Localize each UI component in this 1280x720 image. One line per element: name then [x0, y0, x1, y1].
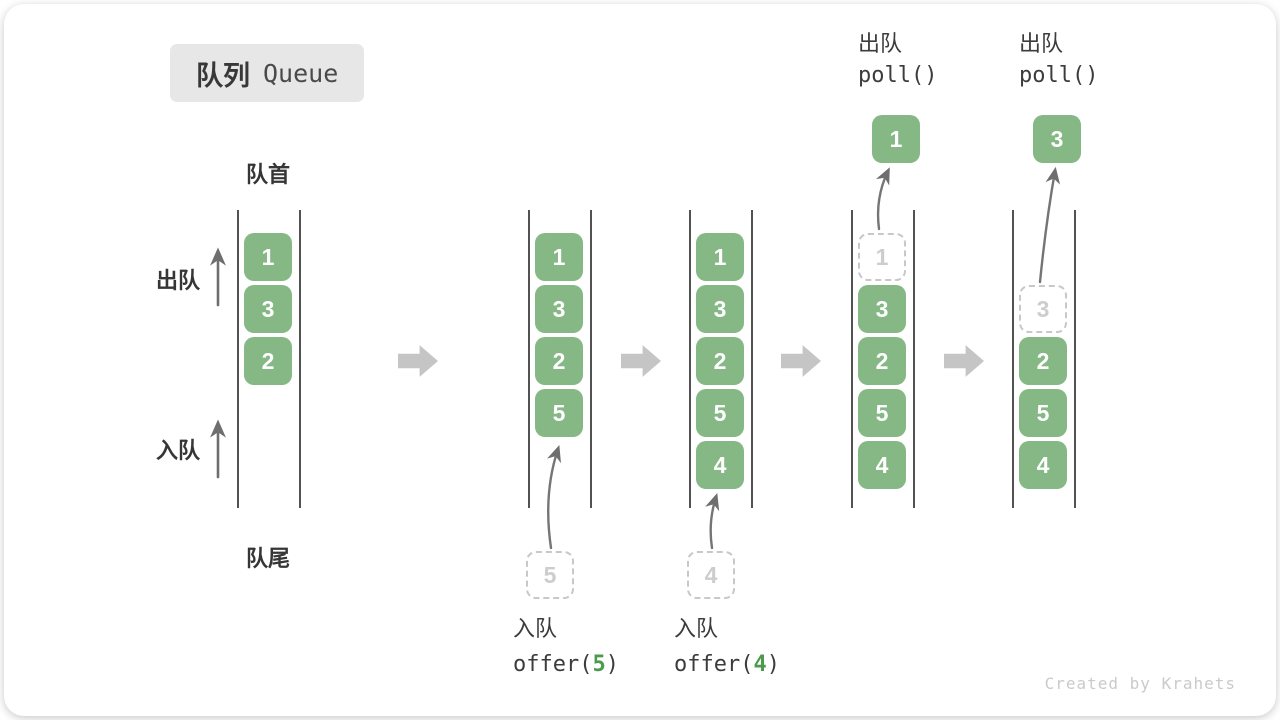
- queue-item: 4: [858, 441, 906, 489]
- polled-item: 1: [872, 115, 920, 163]
- queue-rear-label: 队尾: [245, 546, 290, 571]
- queue-item: 2: [696, 337, 744, 385]
- operation-code: offer(4): [674, 652, 780, 677]
- title-chinese: 队列: [196, 60, 250, 91]
- queue-wall-left: [528, 210, 530, 508]
- operation-label: 入队 offer(5): [513, 616, 619, 679]
- queue-item: 2: [535, 337, 583, 385]
- incoming-item: 4: [687, 551, 735, 599]
- operation-label: 入队 offer(4): [674, 616, 780, 679]
- queue-item-removed: 1: [858, 233, 906, 281]
- queue-item: 1: [244, 233, 292, 281]
- queue-item: 2: [1019, 337, 1067, 385]
- incoming-item: 5: [526, 551, 574, 599]
- queue-item: 5: [535, 389, 583, 437]
- queue-wall-right: [590, 210, 592, 508]
- watermark: Created by Krahets: [1044, 674, 1236, 693]
- queue-item: 5: [1019, 389, 1067, 437]
- operation-name: 出队: [858, 31, 903, 56]
- queue-item: 4: [696, 441, 744, 489]
- queue-front-label: 队首: [245, 162, 290, 187]
- queue-wall-right: [913, 210, 915, 508]
- queue-item: 2: [244, 337, 292, 385]
- enqueue-side-label: 入队: [155, 438, 200, 463]
- queue-item: 3: [244, 285, 292, 333]
- queue-item: 4: [1019, 441, 1067, 489]
- queue-item: 2: [858, 337, 906, 385]
- queue-wall-left: [1012, 210, 1014, 508]
- queue-wall-left: [689, 210, 691, 508]
- queue-item: 3: [858, 285, 906, 333]
- dequeue-side-label: 出队: [155, 268, 200, 293]
- operation-name: 出队: [1019, 31, 1064, 56]
- queue-item: 1: [535, 233, 583, 281]
- queue-item: 5: [858, 389, 906, 437]
- operation-name: 入队: [513, 616, 558, 641]
- queue-item: 5: [696, 389, 744, 437]
- operation-code: offer(5): [513, 652, 619, 677]
- queue-item: 1: [696, 233, 744, 281]
- queue-item-removed: 3: [1019, 285, 1067, 333]
- operation-label: 出队 poll(): [1019, 31, 1098, 90]
- queue-wall-left: [851, 210, 853, 508]
- queue-wall-left: [237, 210, 239, 508]
- operation-code: poll(): [858, 63, 938, 88]
- polled-item: 3: [1033, 115, 1081, 163]
- title-badge: 队列 Queue: [170, 44, 365, 102]
- title-english: Queue: [263, 58, 339, 88]
- queue-item: 3: [535, 285, 583, 333]
- operation-name: 入队: [674, 616, 719, 641]
- queue-wall-right: [299, 210, 301, 508]
- queue-item: 3: [696, 285, 744, 333]
- operation-label: 出队 poll(): [858, 31, 937, 90]
- operation-code: poll(): [1019, 63, 1099, 88]
- queue-wall-right: [751, 210, 753, 508]
- queue-wall-right: [1074, 210, 1076, 508]
